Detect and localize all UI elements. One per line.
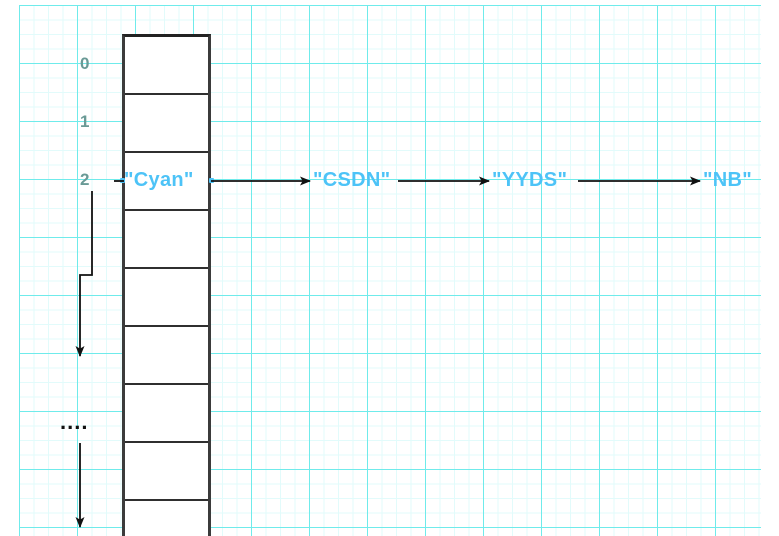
array-cell bbox=[125, 269, 208, 327]
chain-node-csdn: "CSDN" bbox=[313, 169, 391, 191]
array-cell bbox=[125, 211, 208, 269]
bucket-array bbox=[122, 34, 211, 536]
chain-node-yyds: "YYDS" bbox=[492, 169, 568, 191]
array-cell bbox=[125, 153, 208, 211]
chain-node-cyan: "Cyan" bbox=[124, 169, 194, 191]
array-cell bbox=[125, 95, 208, 153]
array-index-1: 1 bbox=[80, 112, 90, 131]
array-index-0: 0 bbox=[80, 54, 90, 73]
array-cell bbox=[125, 37, 208, 95]
chain-node-nb: "NB" bbox=[703, 169, 753, 191]
ellipsis-label: .... bbox=[60, 409, 89, 434]
overflow-arrow-1 bbox=[75, 191, 93, 357]
array-cell bbox=[125, 327, 208, 385]
array-cell bbox=[125, 385, 208, 443]
array-index-2: 2 bbox=[80, 170, 90, 189]
array-cell bbox=[125, 443, 208, 501]
